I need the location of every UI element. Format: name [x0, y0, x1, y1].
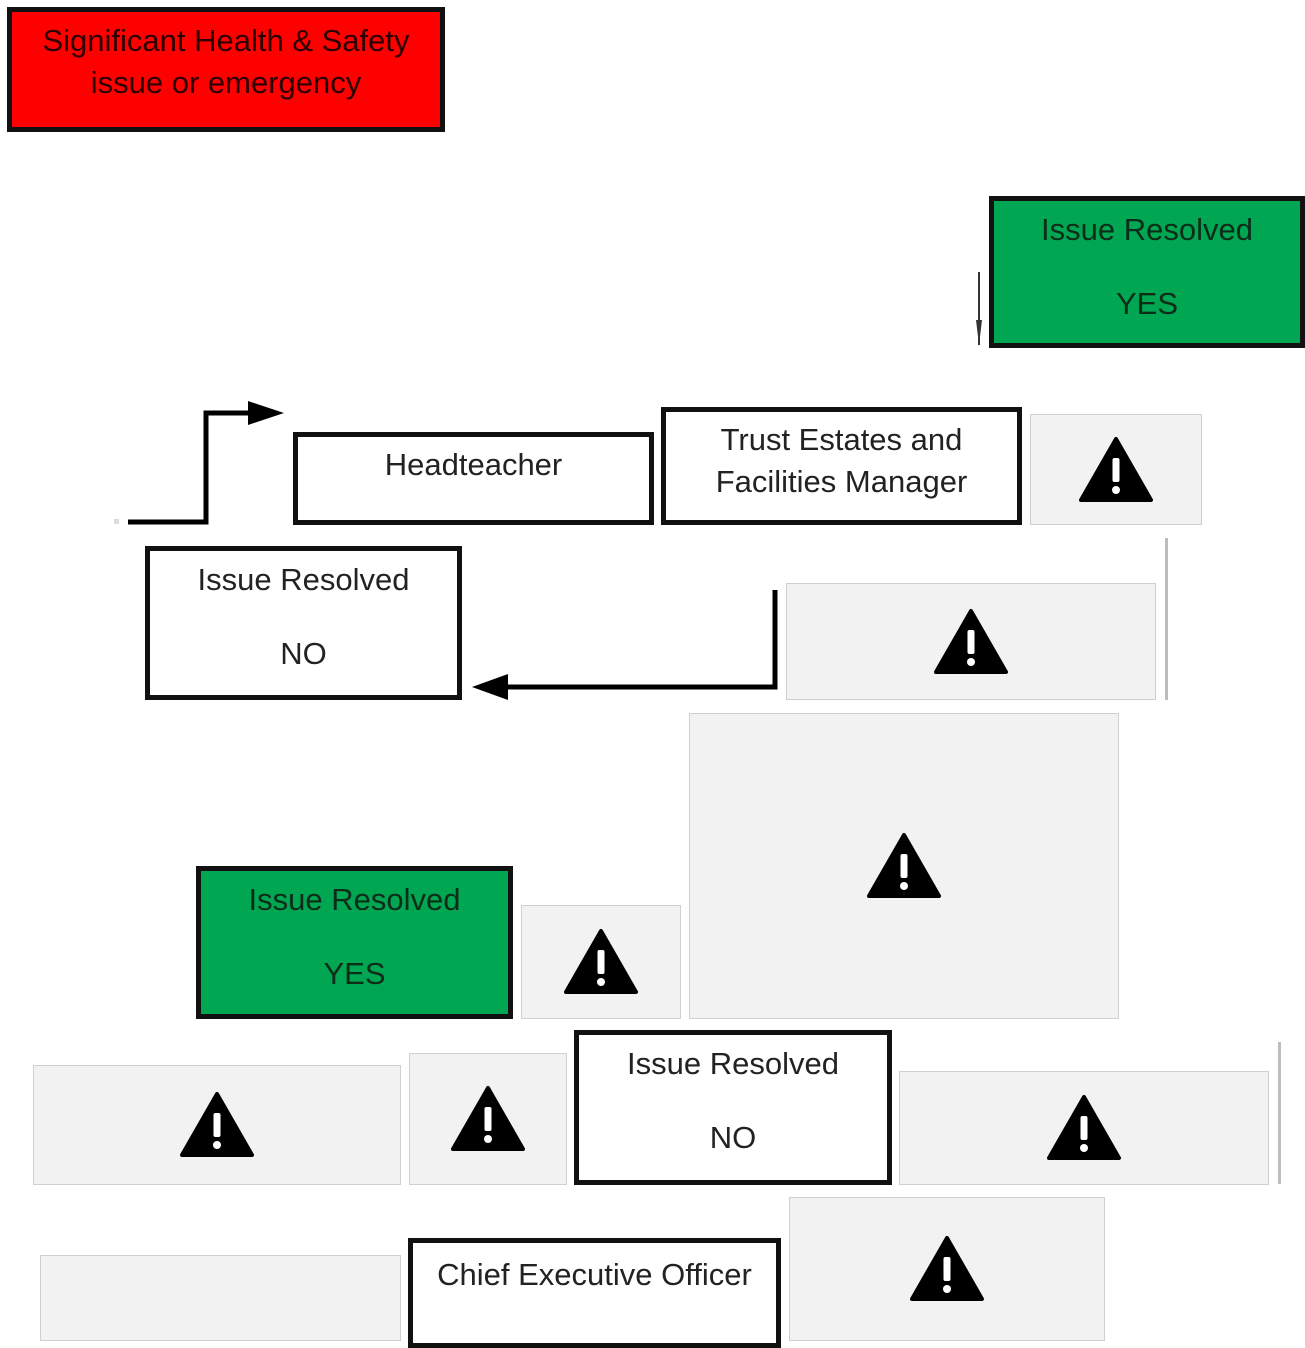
headteacher-node: Headteacher: [293, 432, 654, 525]
resolved-yes-value: YES: [323, 956, 386, 991]
warning-icon: [910, 1236, 984, 1301]
resolved-yes-node: Issue Resolved YES: [989, 196, 1305, 348]
emergency-label: Significant Health & Safety issue or eme…: [42, 23, 410, 100]
resolved-no-label: Issue Resolved: [627, 1046, 839, 1081]
resolved-no-node: Issue Resolved NO: [145, 546, 462, 700]
warning-icon: [1079, 436, 1153, 502]
image-placeholder: [40, 1255, 401, 1341]
image-placeholder: [689, 713, 1119, 1019]
image-placeholder: [33, 1065, 401, 1185]
resolved-yes-label: Issue Resolved: [248, 882, 461, 917]
arrow-to-headteacher-head: [248, 401, 284, 425]
resolved-no-value: NO: [709, 1120, 757, 1155]
headteacher-label: Headteacher: [384, 447, 563, 482]
estates-manager-node: Trust Estates and Facilities Manager: [661, 407, 1022, 525]
resolved-no-label: Issue Resolved: [197, 562, 410, 597]
arrow-to-headteacher: [128, 410, 258, 525]
warning-icon: [451, 1086, 525, 1151]
divider-line: [1278, 1042, 1281, 1184]
warning-icon: [564, 929, 638, 994]
divider-line: [1165, 538, 1168, 700]
resolved-yes-node: Issue Resolved YES: [196, 866, 513, 1019]
warning-icon: [180, 1092, 254, 1157]
ceo-label: Chief Executive Officer: [437, 1257, 752, 1292]
image-placeholder: [1030, 414, 1202, 525]
warning-icon: [867, 833, 941, 898]
warning-icon: [934, 608, 1008, 674]
arrow-to-resolved-no: [502, 590, 778, 690]
arrow-to-resolved-no-head: [472, 674, 508, 700]
emergency-node: Significant Health & Safety issue or eme…: [7, 7, 445, 132]
image-placeholder: [899, 1071, 1269, 1185]
image-placeholder: [409, 1053, 567, 1185]
image-placeholder: [786, 583, 1156, 700]
connector-dot: [114, 519, 119, 524]
resolved-yes-label: Issue Resolved: [1041, 212, 1253, 247]
resolved-no-value: NO: [280, 636, 327, 671]
estates-manager-label: Trust Estates and Facilities Manager: [715, 422, 968, 499]
image-placeholder: [789, 1197, 1105, 1341]
warning-icon: [1047, 1095, 1121, 1160]
ceo-node: Chief Executive Officer: [408, 1238, 781, 1348]
resolved-yes-value: YES: [1115, 286, 1179, 321]
image-placeholder: [521, 905, 681, 1019]
resolved-no-node: Issue Resolved NO: [574, 1030, 892, 1185]
arrow-to-resolved-yes-top-head: [976, 320, 982, 345]
